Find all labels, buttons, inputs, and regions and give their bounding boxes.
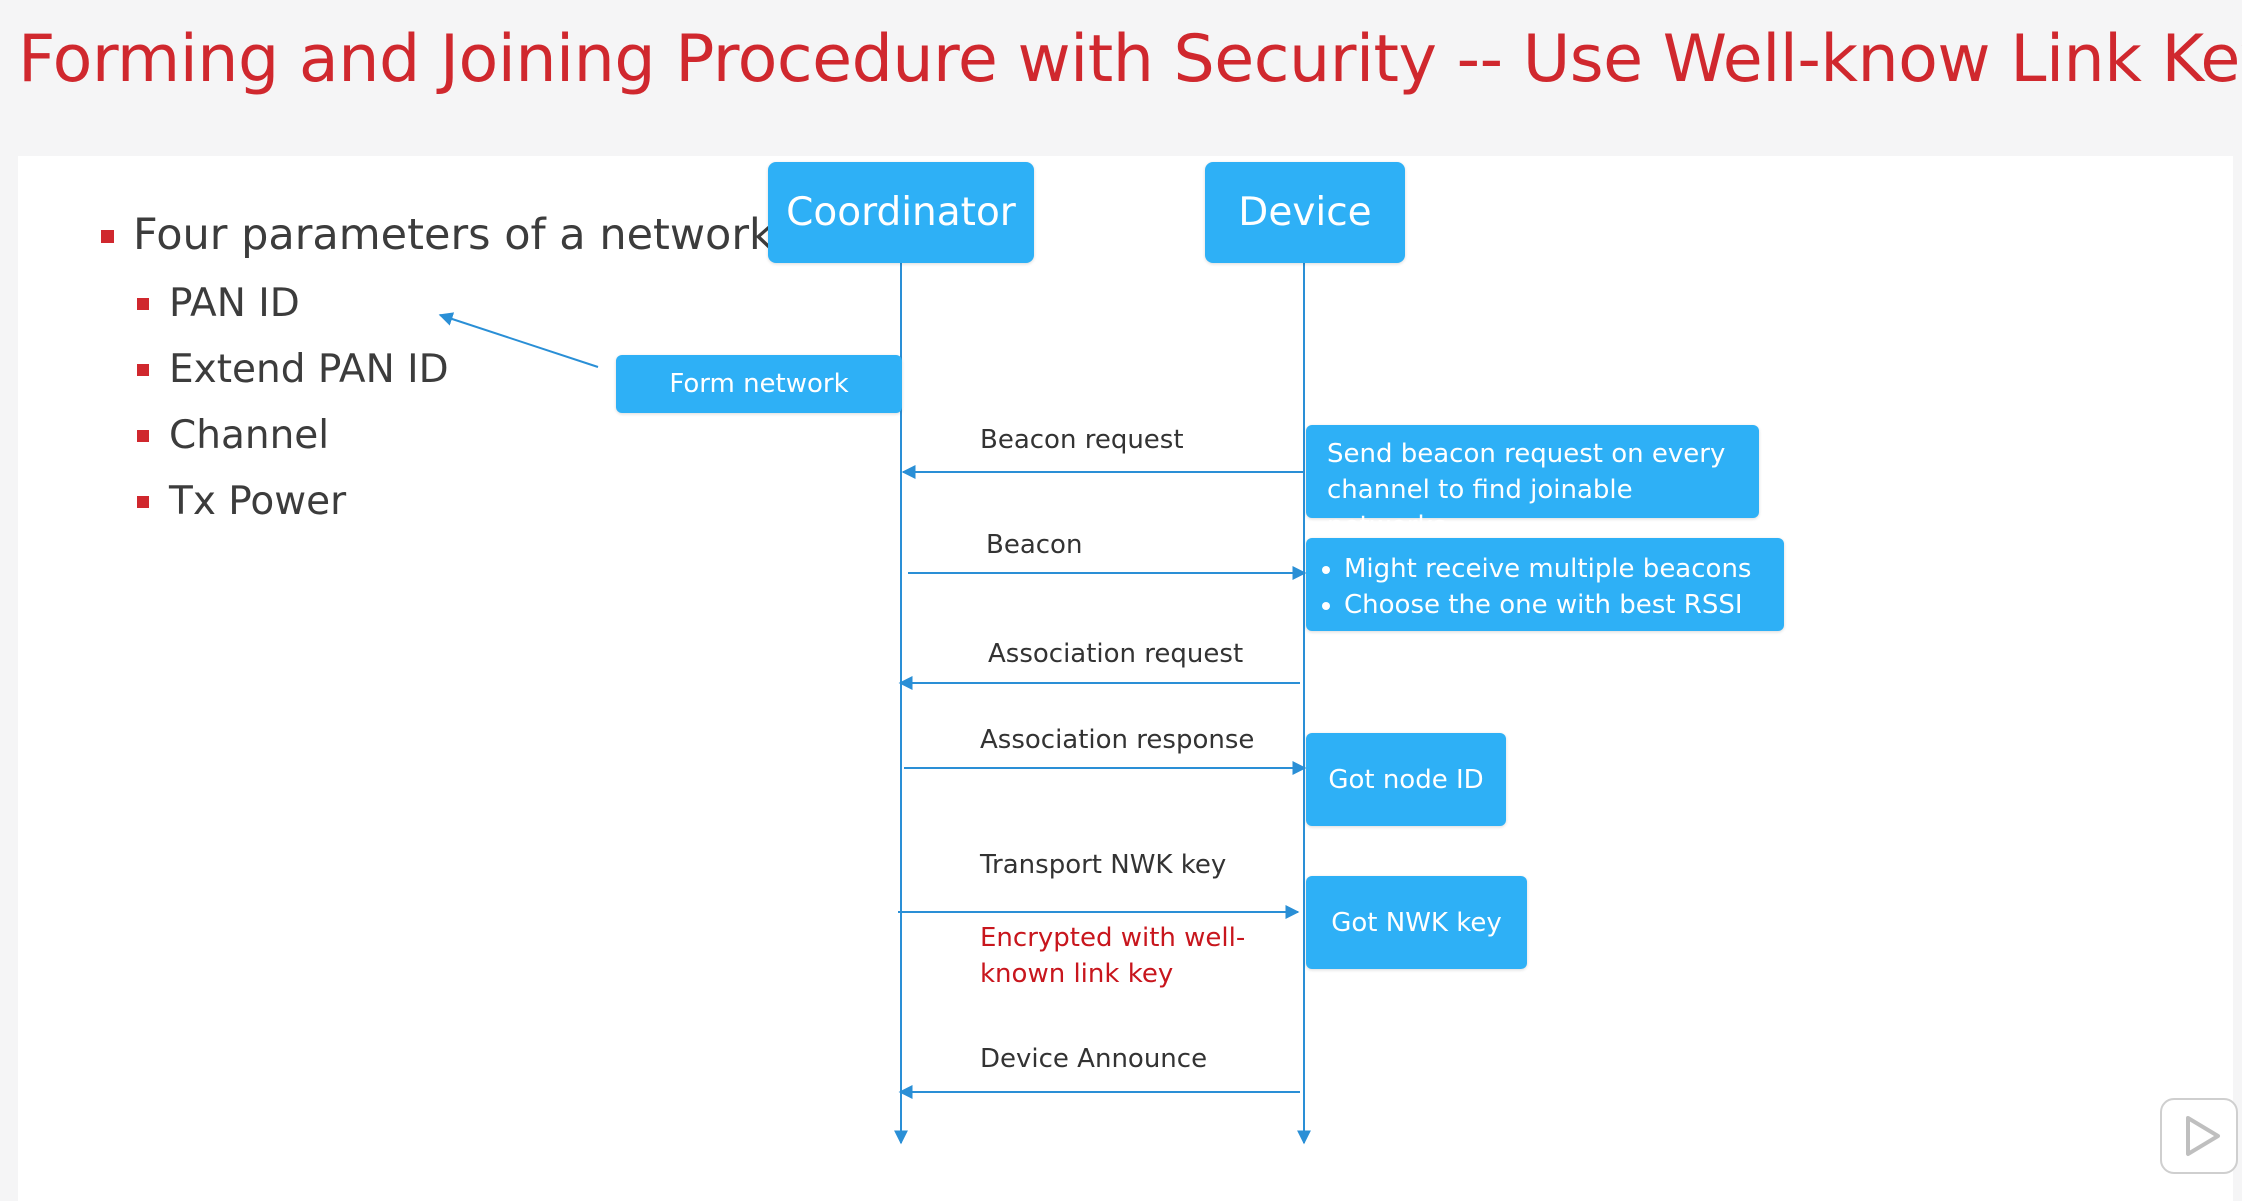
device-box: Device — [1205, 162, 1405, 263]
encryption-note: Encrypted with well- known link key — [980, 920, 1245, 992]
form-network-label: Form network — [669, 369, 849, 399]
got-node-id-label: Got node ID — [1328, 764, 1484, 795]
bullet-pan-id: PAN ID — [169, 281, 300, 326]
bullet-tx-power: Tx Power — [169, 479, 347, 524]
bullet-marker — [137, 430, 149, 442]
encryption-note-line2: known link key — [980, 959, 1174, 989]
encryption-note-line1: Encrypted with well- — [980, 923, 1246, 953]
got-node-id-note: Got node ID — [1306, 733, 1506, 826]
send-beacon-line1: Send beacon request on every — [1327, 439, 1726, 469]
got-nwk-key-note: Got NWK key — [1306, 876, 1527, 969]
bullet-marker — [137, 298, 149, 310]
play-button[interactable] — [2160, 1098, 2238, 1174]
bullet-heading: Four parameters of a network — [133, 210, 774, 260]
send-beacon-line2: channel to find joinable networks — [1327, 475, 1633, 541]
play-icon — [2186, 1116, 2220, 1156]
coordinator-label: Coordinator — [786, 190, 1016, 235]
coordinator-box: Coordinator — [768, 162, 1034, 263]
bullet-marker — [137, 496, 149, 508]
bullet-marker — [101, 230, 114, 243]
pan-id-pointer-arrow — [438, 312, 599, 368]
device-announce-label: Device Announce — [980, 1044, 1208, 1074]
beacon-request-label: Beacon request — [980, 425, 1184, 455]
bullet-marker — [137, 364, 149, 376]
beacon-selection-note: Might receive multiple beacons Choose th… — [1306, 538, 1784, 631]
content-panel — [18, 156, 2233, 1201]
got-nwk-key-label: Got NWK key — [1331, 907, 1502, 938]
bullet-extend-pan-id: Extend PAN ID — [169, 347, 449, 392]
association-response-label: Association response — [980, 725, 1255, 755]
beacon-note-bullet1: Might receive multiple beacons — [1344, 551, 1784, 587]
beacon-note-bullet2: Choose the one with best RSSI — [1344, 587, 1784, 623]
form-network-note: Form network — [616, 355, 902, 413]
association-request-label: Association request — [988, 639, 1244, 669]
bullet-channel: Channel — [169, 413, 330, 458]
send-beacon-note: Send beacon request on every channel to … — [1306, 425, 1759, 541]
transport-nwk-key-label: Transport NWK key — [980, 850, 1227, 880]
beacon-label: Beacon — [986, 530, 1083, 560]
slide-title: Forming and Joining Procedure with Secur… — [18, 22, 2242, 97]
device-label: Device — [1238, 190, 1372, 235]
